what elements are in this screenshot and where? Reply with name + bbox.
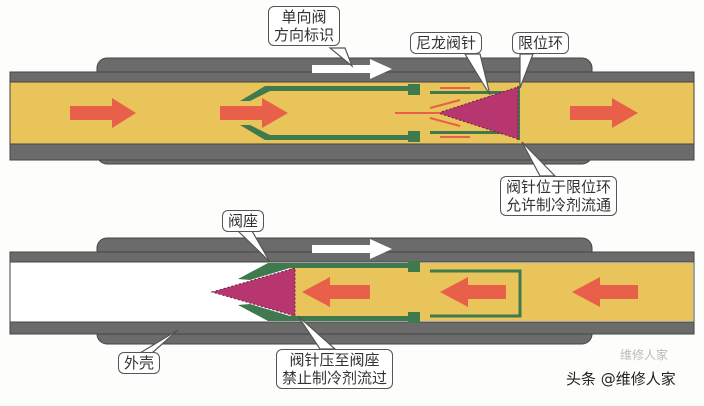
flow-arrow [570, 98, 638, 128]
limit-ring-label: 限位环 [512, 32, 570, 54]
valve-seat-label: 阀座 [222, 210, 265, 232]
pointer [519, 53, 534, 89]
nylon-needle [210, 267, 296, 317]
nylon-needle [436, 86, 519, 140]
closed-valve [9, 237, 695, 345]
flow-arrows [70, 87, 638, 138]
flow-arrow [440, 277, 506, 307]
valve-body [240, 84, 420, 101]
closed-state-label: 阀针压至阀座 禁止制冷剂流过 [276, 349, 394, 389]
open-state-label: 阀针位于限位环 允许制冷剂流通 [500, 176, 618, 216]
valve-seat [238, 304, 420, 323]
valve-body [240, 125, 420, 142]
flow-arrow [572, 277, 638, 307]
direction-arrow [312, 239, 392, 259]
pointer [463, 53, 491, 96]
valve-seat [238, 261, 420, 280]
limit-ring [517, 86, 520, 140]
open-valve [9, 57, 695, 165]
flow-arrow [440, 87, 470, 138]
watermark-faint: 维修人家 [620, 348, 669, 362]
flow-arrow [70, 98, 136, 128]
watermark: 头条 @维修人家 [566, 370, 676, 388]
direction-mark-label: 单向阀 方向标识 [268, 6, 341, 46]
direction-arrow [312, 59, 392, 79]
flow-arrow [302, 277, 370, 307]
guide-rail [430, 91, 518, 94]
flow-arrow [395, 99, 461, 127]
nylon-needle-label: 尼龙阀针 [410, 32, 483, 54]
shell-label: 外壳 [118, 352, 161, 374]
limit-ring [430, 269, 522, 318]
guide-rail [430, 131, 518, 134]
pointer [328, 47, 354, 68]
flow-arrow [220, 98, 288, 128]
